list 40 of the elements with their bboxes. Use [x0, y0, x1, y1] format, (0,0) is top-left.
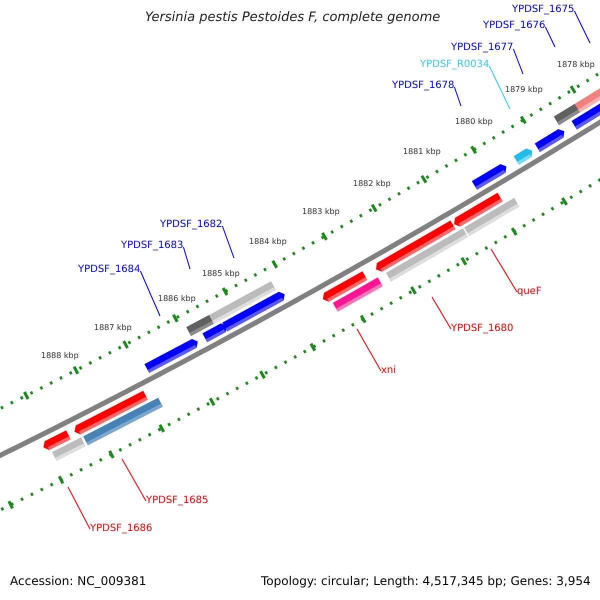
tick-label: 1883 kbp — [302, 208, 340, 216]
gene-label: YPDSF_1676 — [483, 21, 546, 31]
gene-label: YPDSF_1680 — [451, 324, 514, 334]
leader-line — [454, 86, 462, 106]
leader-line — [432, 296, 452, 330]
leader-line — [222, 226, 234, 258]
leader-line — [488, 66, 510, 110]
leader-line — [140, 270, 160, 316]
tick-label: 1886 kbp — [158, 295, 196, 303]
gene-label: YPDSF_1677 — [451, 43, 514, 53]
leader-line — [512, 48, 524, 74]
tick-label: 1884 kbp — [249, 238, 287, 246]
tick-label: 1882 kbp — [353, 180, 391, 188]
gene-label: YPDSF_1686 — [90, 524, 152, 534]
gene-label: YPDSF_1684 — [78, 265, 140, 275]
leader-line — [574, 10, 590, 44]
leader-line — [182, 246, 190, 270]
tick-label: 1887 kbp — [94, 324, 132, 332]
tick-label: 1881 kbp — [403, 148, 441, 156]
tick-label: 1880 kbp — [455, 118, 493, 126]
leader-line — [356, 328, 382, 372]
title: Yersinia pestis Pestoides F, complete genome — [145, 11, 440, 24]
gene-label: YPDSF_1675 — [512, 5, 574, 15]
gene-label: YPDSF_1678 — [392, 81, 454, 91]
gene-label: xni — [381, 366, 396, 376]
gene-label: YPDSF_1682 — [160, 220, 222, 230]
tick-label: 1885 kbp — [202, 270, 240, 278]
tick-label: 1888 kbp — [41, 352, 79, 360]
gene-label: YPDSF_R0034 — [420, 60, 490, 70]
genome-info-text: Topology: circular; Length: 4,517,345 bp; Genes: 3,954 — [261, 575, 591, 587]
leader-line — [490, 248, 518, 292]
accession-text: Accession: NC_009381 — [10, 575, 146, 587]
leader-line — [544, 26, 556, 48]
leader-line — [68, 486, 90, 530]
leader-line — [122, 458, 146, 502]
gene-label: YPDSF_1683 — [121, 241, 184, 251]
gene-label: queF — [517, 287, 542, 297]
gene-label: YPDSF_1685 — [146, 496, 208, 506]
tick-label: 1879 kbp — [505, 86, 543, 94]
tick-label: 1878 kbp — [557, 61, 595, 69]
